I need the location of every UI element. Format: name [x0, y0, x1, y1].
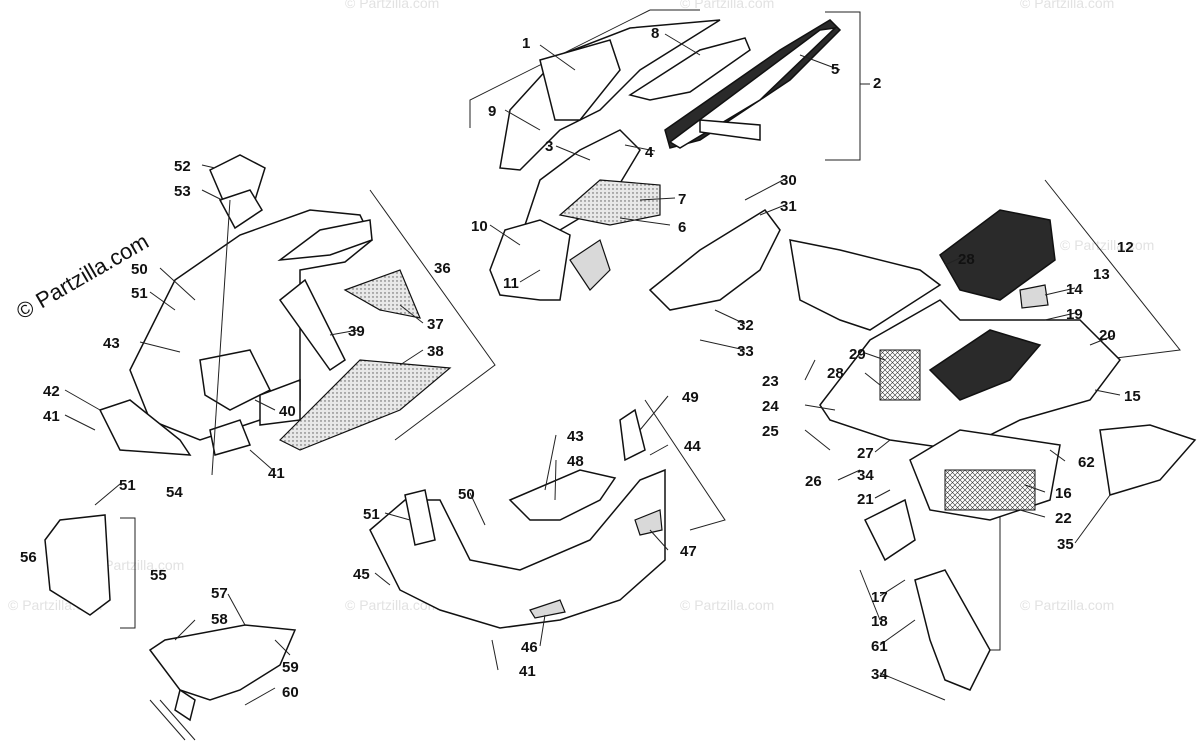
part-label-56: 56 [20, 549, 37, 566]
part-label-14: 14 [1066, 281, 1083, 298]
part-label-7: 7 [678, 191, 686, 208]
part-label-34-lower: 34 [871, 666, 888, 683]
part-label-23: 23 [762, 373, 779, 390]
part-label-55: 55 [150, 567, 167, 584]
part-label-61: 61 [871, 638, 888, 655]
part-label-6: 6 [678, 219, 686, 236]
part-label-41-bottom: 41 [519, 663, 536, 680]
part-label-51-left: 51 [131, 285, 148, 302]
part-label-24: 24 [762, 398, 779, 415]
faint-watermarks: © Partzilla.com © Partzilla.com © Partzi… [8, 0, 1154, 613]
part-label-35: 35 [1057, 536, 1074, 553]
part-label-43-left: 43 [103, 335, 120, 352]
part-label-51-center: 51 [363, 506, 380, 523]
part-label-38: 38 [427, 343, 444, 360]
part-label-59: 59 [282, 659, 299, 676]
watermark-faint: © Partzilla.com [90, 557, 184, 573]
left-side-panel-assembly [98, 154, 452, 456]
part-label-62: 62 [1078, 454, 1095, 471]
part-label-1: 1 [522, 35, 530, 52]
watermark-faint: © Partzilla.com [680, 0, 774, 11]
part-label-33: 33 [737, 343, 754, 360]
part-label-13: 13 [1093, 266, 1110, 283]
part-label-5: 5 [831, 61, 839, 78]
watermark-faint: © Partzilla.com [1020, 597, 1114, 613]
part-label-46: 46 [521, 639, 538, 656]
part-label-47: 47 [680, 543, 697, 560]
part-label-28-left: 28 [827, 365, 844, 382]
part-label-30: 30 [780, 172, 797, 189]
watermark-faint: © Partzilla.com [1060, 237, 1154, 253]
part-label-54: 54 [166, 484, 183, 501]
part-label-8: 8 [651, 25, 659, 42]
part-label-57: 57 [211, 585, 228, 602]
part-label-41-mid: 41 [268, 465, 285, 482]
part-label-42: 42 [43, 383, 60, 400]
part-labels: 1 2 3 4 5 6 7 8 9 10 11 12 13 14 15 16 1… [20, 25, 1141, 701]
part-label-58: 58 [211, 611, 228, 628]
part-label-29: 29 [849, 346, 866, 363]
watermark-faint: © Partzilla.com [1020, 0, 1114, 11]
part-label-34-upper: 34 [857, 467, 874, 484]
part-label-50-center: 50 [458, 486, 475, 503]
part-label-17: 17 [871, 589, 888, 606]
part-label-27: 27 [857, 445, 874, 462]
part-label-52: 52 [174, 158, 191, 175]
part-label-18: 18 [871, 613, 888, 630]
nose-grille-assembly [648, 209, 1197, 691]
part-label-32: 32 [737, 317, 754, 334]
part-label-20: 20 [1099, 327, 1116, 344]
leader-lines [64, 33, 1121, 706]
part-label-51-lower: 51 [119, 477, 136, 494]
part-label-4: 4 [645, 144, 654, 161]
part-label-9: 9 [488, 103, 496, 120]
part-label-53: 53 [174, 183, 191, 200]
part-label-41-left: 41 [43, 408, 60, 425]
part-label-49: 49 [682, 389, 699, 406]
part-label-45: 45 [353, 566, 370, 583]
part-label-10: 10 [471, 218, 488, 235]
part-label-3: 3 [545, 138, 553, 155]
part-label-11: 11 [503, 275, 519, 292]
part-label-60: 60 [282, 684, 299, 701]
part-label-44: 44 [684, 438, 701, 455]
part-label-37: 37 [427, 316, 444, 333]
watermark-faint: © Partzilla.com [345, 0, 439, 11]
part-label-43-center: 43 [567, 428, 584, 445]
part-label-16: 16 [1055, 485, 1072, 502]
part-label-19: 19 [1066, 306, 1083, 323]
lower-left-panels [44, 514, 297, 741]
watermark-faint: © Partzilla.com [680, 597, 774, 613]
part-label-36: 36 [434, 260, 451, 277]
part-label-2: 2 [873, 75, 881, 92]
part-label-39: 39 [348, 323, 365, 340]
part-label-12: 12 [1117, 239, 1134, 256]
part-label-21: 21 [857, 491, 874, 508]
part-label-28-top: 28 [958, 251, 975, 268]
belly-pan [369, 408, 666, 629]
watermark-faint: © Partzilla.com [345, 597, 439, 613]
part-label-48: 48 [567, 453, 584, 470]
part-label-50-left: 50 [131, 261, 148, 278]
part-label-40: 40 [279, 403, 296, 420]
part-label-25: 25 [762, 423, 779, 440]
part-label-22: 22 [1055, 510, 1072, 527]
windshield-assembly [489, 19, 842, 301]
part-label-31: 31 [780, 198, 797, 215]
part-label-15: 15 [1124, 388, 1141, 405]
part-label-26: 26 [805, 473, 822, 490]
